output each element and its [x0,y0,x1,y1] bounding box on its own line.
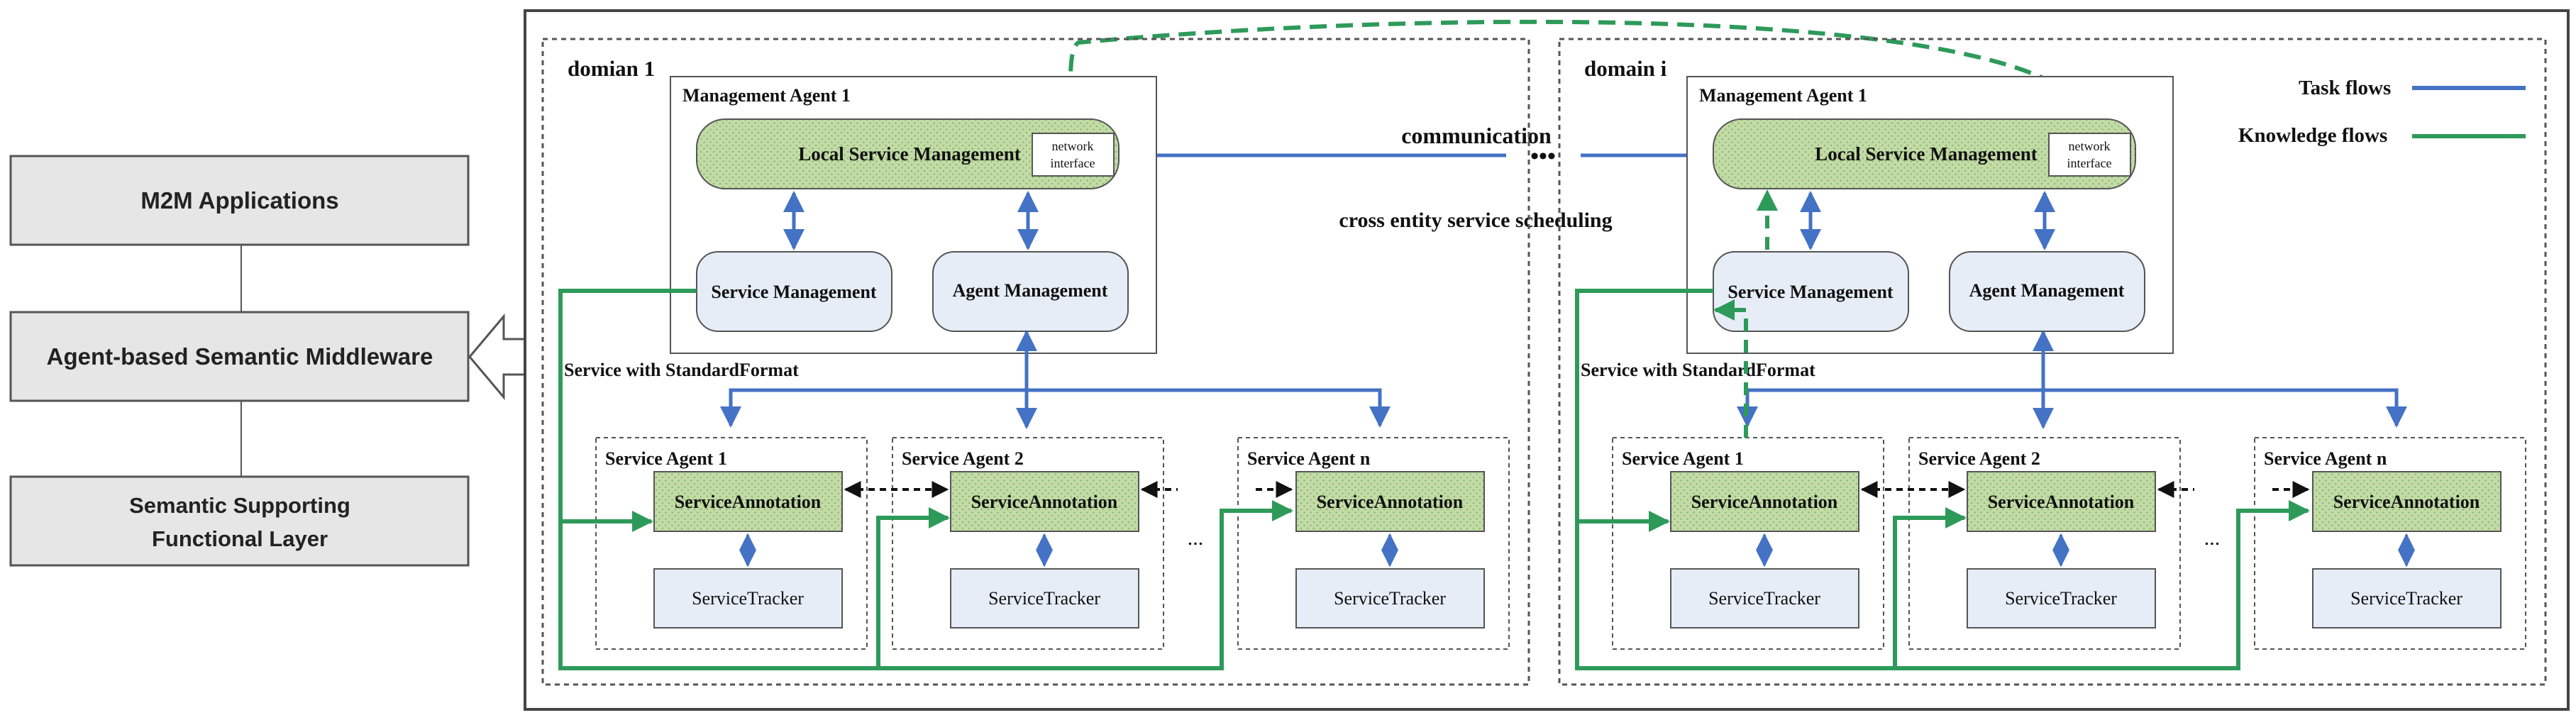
service-agent-label: Service Agent 1 [605,448,727,469]
domain-i: domain i Management Agent 1 Local Service … [1558,38,2547,686]
service-tracker-label: ServiceTracker [2350,588,2462,609]
layer-stack: M2M Applications Agent-based Semantic Mi… [9,155,470,567]
domain-title: domian 1 [568,56,655,81]
middleware-frame [524,9,2570,711]
service-annotation-label: ServiceAnnotation [1988,492,2135,512]
service-agent-2: Service Agent 2 ServiceAnnotationServiceT… [892,437,1164,650]
network-interface-label-1: network [2069,139,2111,153]
legend-task-label: Task flows [2299,77,2391,99]
knowledge-flow-main [1575,289,2310,670]
service-agent-3: Service Agent n ServiceAnnotationServiceT… [2254,437,2526,650]
knowledge-arc [1059,19,2090,131]
service-annotation-box [1295,471,1485,532]
service-agent-2: Service Agent 2 ServiceAnnotationServiceT… [1908,437,2181,650]
service-tracker-box [1967,568,2156,628]
network-interface-label-2: interface [2067,156,2112,170]
service-tracker-label: ServiceTracker [1334,588,1446,609]
service-annotation-box [950,471,1139,532]
domain-box [1558,38,2547,686]
service-tracker-label: ServiceTracker [988,588,1100,609]
service-agent-label: Service Agent n [1247,448,1371,469]
hollow-arrow-icon [468,313,526,401]
network-interface-box [1032,133,1115,177]
agents-ellipsis: ... [2204,526,2221,550]
network-interface-label-2: interface [1051,156,1095,170]
middleware-label: Agent-based Semantic Middleware [47,343,433,370]
legend: Task flows Knowledge flows [2238,77,2526,147]
network-interface-box [2048,133,2131,177]
service-annotation-label: ServiceAnnotation [971,492,1118,512]
service-agent-1: Service Agent 1 ServiceAnnotationServiceT… [1612,437,1884,650]
service-tracker-box [1295,568,1485,628]
service-format-label: Service with StandardFormat [1581,360,1815,380]
local-service-management-pill [696,118,1120,189]
service-agent-label: Service Agent 1 [1622,448,1744,469]
service-agent-label: Service Agent n [2264,448,2387,469]
service-annotation-label: ServiceAnnotation [2333,492,2480,512]
knowledge-flow-sa1-sm [1713,299,1748,438]
service-tracker-box [2312,568,2502,628]
service-agent-3: Service Agent n ServiceAnnotationServiceT… [1237,437,1510,650]
service-tracker-box [950,568,1139,628]
cross-entity-label: cross entity service scheduling [1339,209,1612,232]
service-management-label: Service Management [1728,282,1894,302]
domain-box [541,38,1530,686]
supporting-layer-box [9,475,470,567]
middleware-box [9,311,470,402]
supporting-layer-label-1: Semantic Supporting [129,493,350,518]
service-agent-label: Service Agent 2 [1918,448,2040,469]
knowledge-flow-sa2 [1893,507,1967,668]
knowledge-flow-sa2 [876,507,950,668]
m2m-applications-label: M2M Applications [140,187,338,214]
task-bus [1745,388,2399,423]
service-annotation-box [1967,471,2156,532]
service-management-label: Service Management [711,282,877,302]
task-bus [729,388,1382,423]
service-tracker-label: ServiceTracker [1708,588,1820,609]
communication-label: communication [1401,123,1552,148]
service-tracker-box [1670,568,1859,628]
local-service-management-label: Local Service Management [798,143,1020,165]
domain-1: domian 1 Management Agent 1 Local Service … [541,38,1530,686]
service-annotation-label: ServiceAnnotation [1691,492,1838,512]
service-format-label: Service with StandardFormat [564,360,799,380]
local-service-management-pill [1713,118,2136,189]
service-agent-label: Service Agent 2 [902,448,1024,469]
service-annotation-label: ServiceAnnotation [675,492,822,512]
service-annotation-box [1670,471,1859,532]
communication-link: communication ••• cross entity service s… [1117,123,1713,232]
service-annotation-label: ServiceAnnotation [1317,492,1464,512]
m2m-applications-box [9,155,470,246]
domain-title: domain i [1584,56,1667,81]
supporting-layer-label-2: Functional Layer [152,526,328,551]
management-agent-label: Management Agent 1 [1699,85,1867,106]
service-tracker-box [653,568,843,628]
communication-dots: ••• [1530,143,1556,170]
agents-ellipsis: ... [1188,526,1204,550]
service-agent-1: Service Agent 1 ServiceAnnotationServiceT… [595,437,868,650]
service-annotation-box [653,471,843,532]
knowledge-flow-main [558,289,1293,670]
network-interface-label-1: network [1052,139,1094,153]
local-service-management-label: Local Service Management [1815,143,2037,165]
management-agent-label: Management Agent 1 [682,85,851,106]
legend-knowledge-label: Knowledge flows [2238,124,2387,147]
service-tracker-label: ServiceTracker [2005,588,2117,609]
service-annotation-box [2312,471,2502,532]
service-tracker-label: ServiceTracker [692,588,804,609]
agent-management-label: Agent Management [1969,280,2125,301]
agent-management-label: Agent Management [953,280,1108,301]
